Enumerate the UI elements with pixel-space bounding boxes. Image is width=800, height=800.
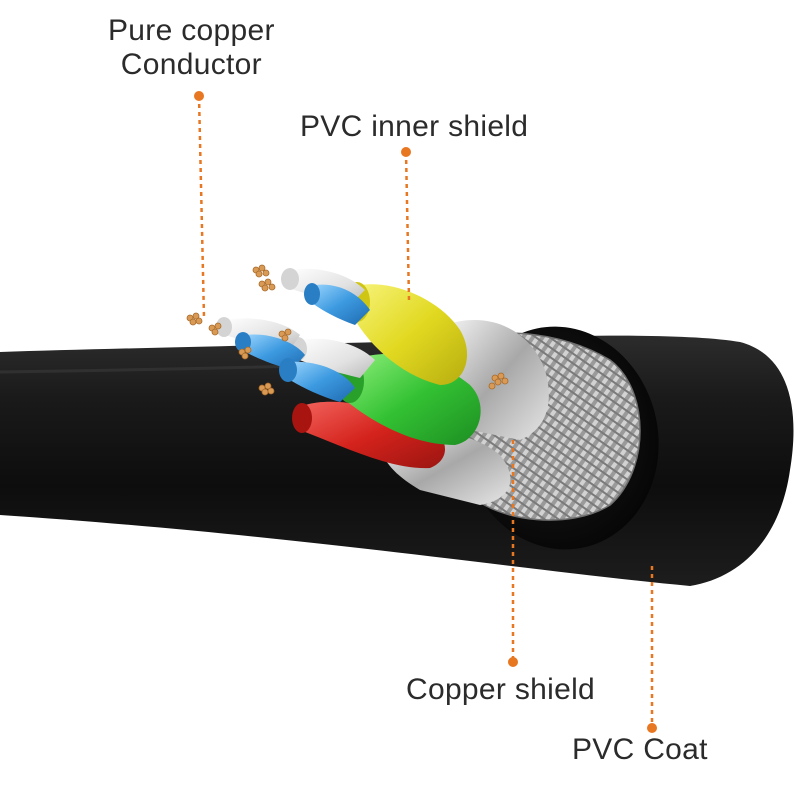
label-pure-copper-conductor: Pure copper Conductor (108, 14, 275, 82)
label-conductor-line-2: Conductor (120, 48, 262, 81)
leader-lines (197, 95, 654, 726)
leader-dot-pvc-coat (647, 723, 657, 733)
leader-dot-inner-shield (401, 147, 411, 157)
leader-dot-copper-shield (508, 657, 518, 667)
wire-blue-3 (279, 358, 355, 402)
leader-line-conductor (197, 95, 206, 319)
copper-strands (186, 264, 509, 396)
label-pvc-coat: PVC Coat (572, 733, 708, 766)
leader-dots (194, 91, 657, 733)
wire-blue-1 (304, 283, 370, 325)
label-copper-shield: Copper shield (406, 673, 596, 706)
label-pvc-inner-shield: PVC inner shield (300, 110, 529, 143)
leader-dot-conductor (194, 91, 204, 101)
label-conductor-line-1: Pure copper (108, 14, 275, 47)
leader-line-inner-shield (404, 151, 411, 301)
